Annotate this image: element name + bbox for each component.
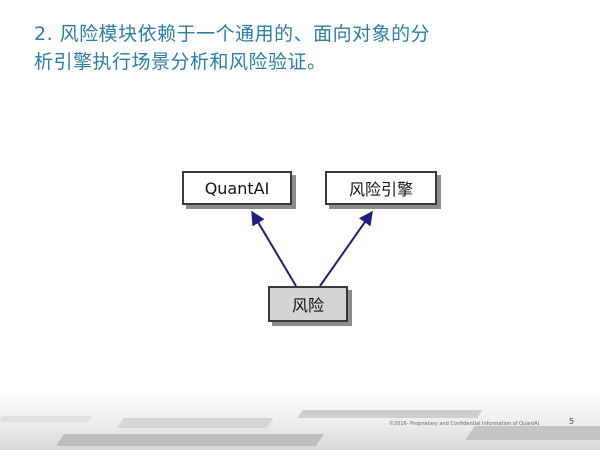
floor-tile <box>465 426 600 440</box>
floor-tile <box>297 410 483 418</box>
floor-tile <box>0 416 93 422</box>
node-risk: 风险 <box>268 286 348 322</box>
heading-line-1: 2. 风险模块依赖于一个通用的、面向对象的分 <box>34 23 431 45</box>
edge-risk-to-quantai <box>251 210 297 287</box>
node-quantai: QuantAI <box>182 171 292 205</box>
floor-tile <box>116 418 274 428</box>
edge-risk-to-engine <box>319 210 373 287</box>
page-number: 5 <box>569 417 575 426</box>
floor-tile <box>55 434 325 446</box>
footer-copyright: ©2016- Proprietary and Confidential Info… <box>389 421 540 427</box>
slide-heading: 2. 风险模块依赖于一个通用的、面向对象的分 析引擎执行场景分析和风险验证。 <box>34 20 574 76</box>
node-risk-engine: 风险引擎 <box>325 171 437 205</box>
decorative-floor <box>0 390 600 450</box>
heading-line-2: 析引擎执行场景分析和风险验证。 <box>34 51 327 73</box>
